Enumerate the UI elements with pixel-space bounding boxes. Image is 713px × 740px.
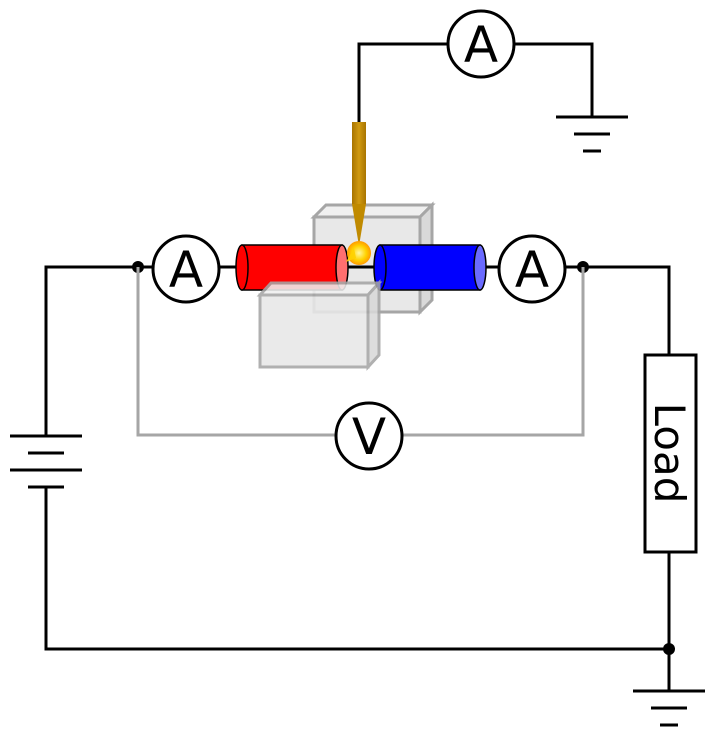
load-resistor: Load (643, 353, 698, 554)
ammeter-right-label: A (515, 241, 549, 299)
right-supply-wire (565, 265, 671, 356)
voltmeter-circuit: V (136, 267, 585, 471)
battery-icon (10, 434, 82, 489)
ammeter-top: A (446, 9, 516, 79)
front-support-block (256, 279, 383, 371)
probe-tip (352, 122, 366, 246)
right-electrode (373, 244, 487, 291)
voltmeter-label: V (352, 408, 386, 466)
ground-bottom-icon (633, 689, 705, 727)
ammeter-top-label: A (464, 16, 498, 74)
ammeter-right: A (497, 234, 567, 304)
bottom-return-wire (44, 488, 669, 651)
probe-circuit: A (357, 9, 628, 153)
left-supply-wire (44, 265, 138, 436)
ammeter-left-label: A (169, 241, 203, 299)
load-label: Load (645, 403, 694, 504)
spark-icon (346, 241, 371, 265)
voltmeter: V (334, 401, 404, 471)
ammeter-left: A (151, 234, 221, 304)
node-bottom (663, 643, 675, 655)
